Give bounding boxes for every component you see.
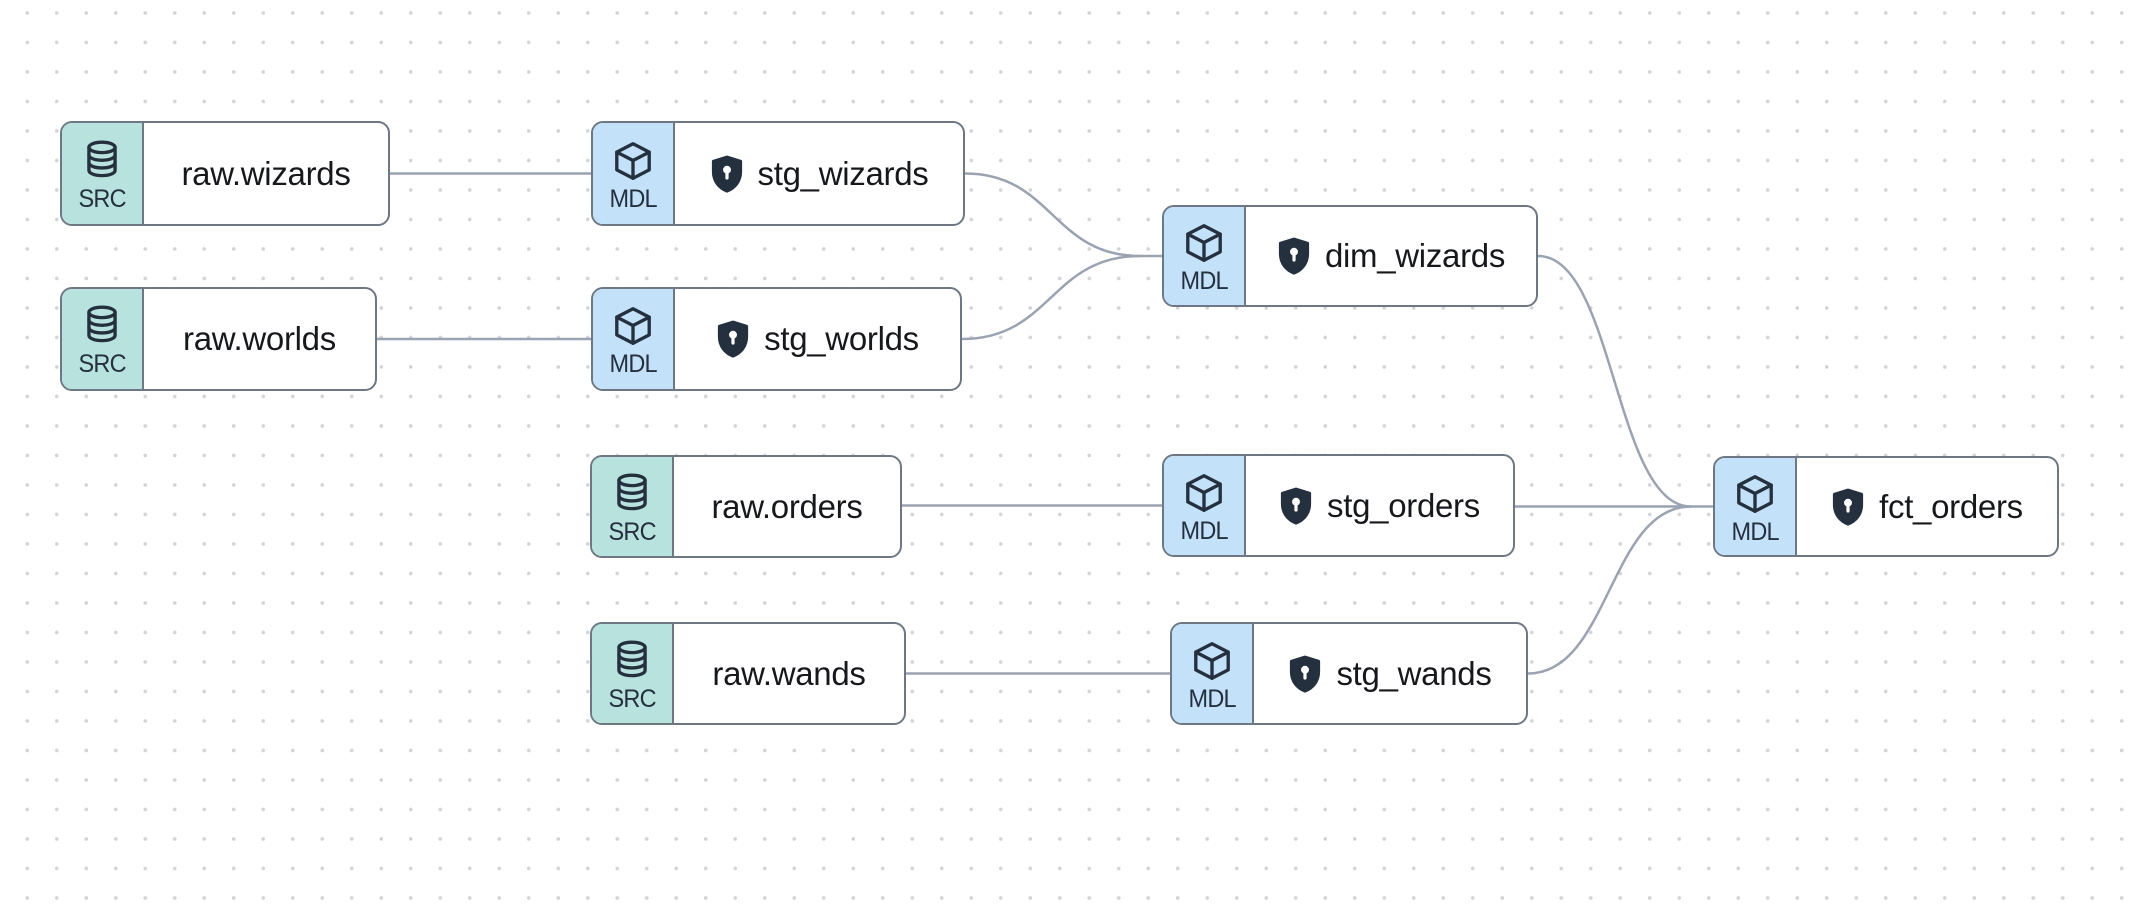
node-label: raw.worlds <box>183 320 336 357</box>
node-body: fct_orders <box>1797 458 2057 555</box>
node-type-badge: MDL <box>593 289 675 389</box>
node-label: raw.wands <box>712 654 866 692</box>
node-label: stg_orders <box>1327 486 1480 524</box>
node-type-badge: SRC <box>592 624 674 723</box>
node-stg_wizards[interactable]: MDL stg_wizards <box>591 121 965 226</box>
node-raw_wizards[interactable]: SRC raw.wizards <box>60 121 390 226</box>
node-type-badge: MDL <box>1172 624 1254 723</box>
database-icon <box>79 303 125 349</box>
cube-icon <box>610 303 656 349</box>
node-type-label: MDL <box>609 350 657 378</box>
node-type-badge: MDL <box>1164 207 1246 305</box>
node-body: raw.worlds <box>144 289 375 389</box>
cube-icon <box>1181 470 1227 516</box>
node-label: stg_wands <box>1336 654 1492 692</box>
edge-stg_wizards-dim_wizards <box>963 172 1142 258</box>
cube-icon <box>610 138 656 184</box>
node-type-badge: SRC <box>62 123 144 224</box>
node-type-label: MDL <box>1180 516 1228 545</box>
node-raw_orders[interactable]: SRC raw.orders <box>590 455 902 558</box>
node-body: raw.wands <box>674 624 904 723</box>
node-type-label: MDL <box>1180 267 1228 295</box>
node-dim_wizards[interactable]: MDL dim_wizards <box>1162 205 1538 307</box>
shield-icon <box>710 155 744 193</box>
node-label: stg_worlds <box>764 320 919 357</box>
node-type-badge: MDL <box>593 123 675 224</box>
node-label: raw.wizards <box>181 154 351 192</box>
shield-icon <box>716 320 750 358</box>
node-type-label: MDL <box>609 184 657 213</box>
node-body: stg_wands <box>1254 624 1526 723</box>
node-type-label: MDL <box>1188 684 1236 713</box>
node-type-badge: MDL <box>1164 456 1246 555</box>
node-stg_wands[interactable]: MDL stg_wands <box>1170 622 1528 725</box>
node-stg_worlds[interactable]: MDL stg_worlds <box>591 287 962 391</box>
node-type-label: MDL <box>1731 517 1779 546</box>
node-body: raw.wizards <box>144 123 388 224</box>
node-body: raw.orders <box>674 457 900 556</box>
shield-icon <box>1277 237 1311 275</box>
node-label: dim_wizards <box>1324 237 1506 274</box>
cube-icon <box>1181 220 1227 266</box>
node-type-badge: SRC <box>62 289 144 389</box>
node-type-label: SRC <box>78 184 126 213</box>
node-body: stg_wizards <box>675 123 963 224</box>
node-raw_worlds[interactable]: SRC raw.worlds <box>60 287 377 391</box>
node-type-badge: SRC <box>592 457 674 556</box>
shield-icon <box>1279 487 1313 525</box>
node-label: stg_wizards <box>757 154 929 192</box>
node-raw_wands[interactable]: SRC raw.wands <box>590 622 906 725</box>
node-type-label: SRC <box>608 684 656 713</box>
database-icon <box>609 638 655 684</box>
node-type-label: SRC <box>608 517 656 546</box>
node-stg_orders[interactable]: MDL stg_orders <box>1162 454 1515 557</box>
node-fct_orders[interactable]: MDL fct_orders <box>1713 456 2059 557</box>
node-body: dim_wizards <box>1246 207 1536 305</box>
cube-icon <box>1732 471 1778 517</box>
shield-icon <box>1831 488 1865 526</box>
database-icon <box>609 471 655 517</box>
edge-stg_worlds-dim_wizards <box>960 254 1142 341</box>
node-label: raw.orders <box>711 487 863 525</box>
database-icon <box>79 138 125 184</box>
node-body: stg_orders <box>1246 456 1513 555</box>
node-label: fct_orders <box>1879 487 2023 525</box>
shield-icon <box>1288 655 1322 693</box>
node-body: stg_worlds <box>675 289 960 389</box>
node-type-label: SRC <box>78 350 126 378</box>
node-type-badge: MDL <box>1715 458 1797 555</box>
cube-icon <box>1189 638 1235 684</box>
edge-stg_wands-fct_orders <box>1526 505 1693 675</box>
edge-dim_wizards-fct_orders <box>1536 254 1693 508</box>
